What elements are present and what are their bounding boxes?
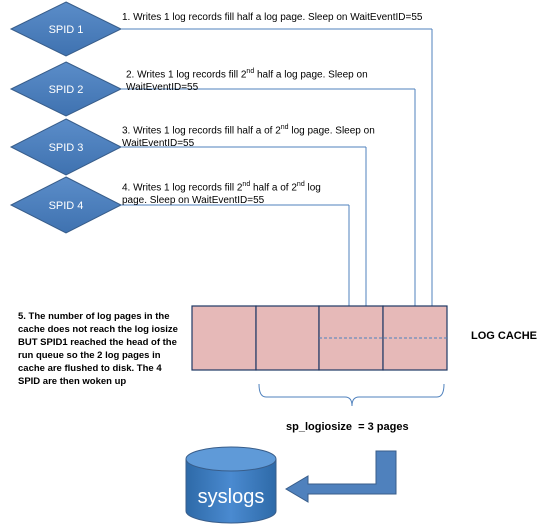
spid-3-diamond: SPID 3 — [9, 118, 123, 176]
step-5-note: 5. The number of log pages in the cache … — [18, 310, 188, 388]
flush-arrow — [285, 450, 397, 503]
log-page-1 — [191, 305, 257, 371]
spid-4-diamond: SPID 4 — [9, 176, 123, 234]
step-3-text: 3. Writes 1 log records fill half a of 2… — [122, 124, 375, 150]
syslogs-cylinder: syslogs — [185, 446, 277, 524]
spid-2-label: SPID 2 — [49, 84, 84, 96]
log-page-2 — [255, 305, 320, 371]
spid-1-diamond: SPID 1 — [9, 1, 123, 57]
note-line: cache are flushed to disk. The 4 — [18, 363, 162, 374]
spid-1-label: SPID 1 — [49, 24, 84, 36]
logiosize-brace — [258, 383, 445, 407]
step-4-text: 4. Writes 1 log records fill 2nd half a … — [122, 181, 321, 207]
spid-4-label: SPID 4 — [49, 200, 84, 212]
note-line: SPID are then woken up — [18, 376, 127, 387]
note-line: cache does not reach the log iosize — [18, 324, 178, 335]
note-line: 5. The number of log pages in the — [18, 311, 170, 322]
spid-3-label: SPID 3 — [49, 142, 84, 154]
step-1-text: 1. Writes 1 log records fill half a log … — [122, 12, 423, 23]
log-cache — [191, 305, 448, 371]
logiosize-label: sp_logiosize = 3 pages — [286, 421, 409, 433]
log-cache-label: LOG CACHE — [471, 330, 537, 342]
syslogs-label: syslogs — [198, 486, 265, 508]
spid-2-diamond: SPID 2 — [9, 61, 123, 117]
note-line: BUT SPID1 reached the head of the — [18, 337, 177, 348]
step-2-text: 2. Writes 1 log records fill 2nd half a … — [126, 68, 368, 94]
note-line: run queue so the 2 log pages in — [18, 350, 161, 361]
